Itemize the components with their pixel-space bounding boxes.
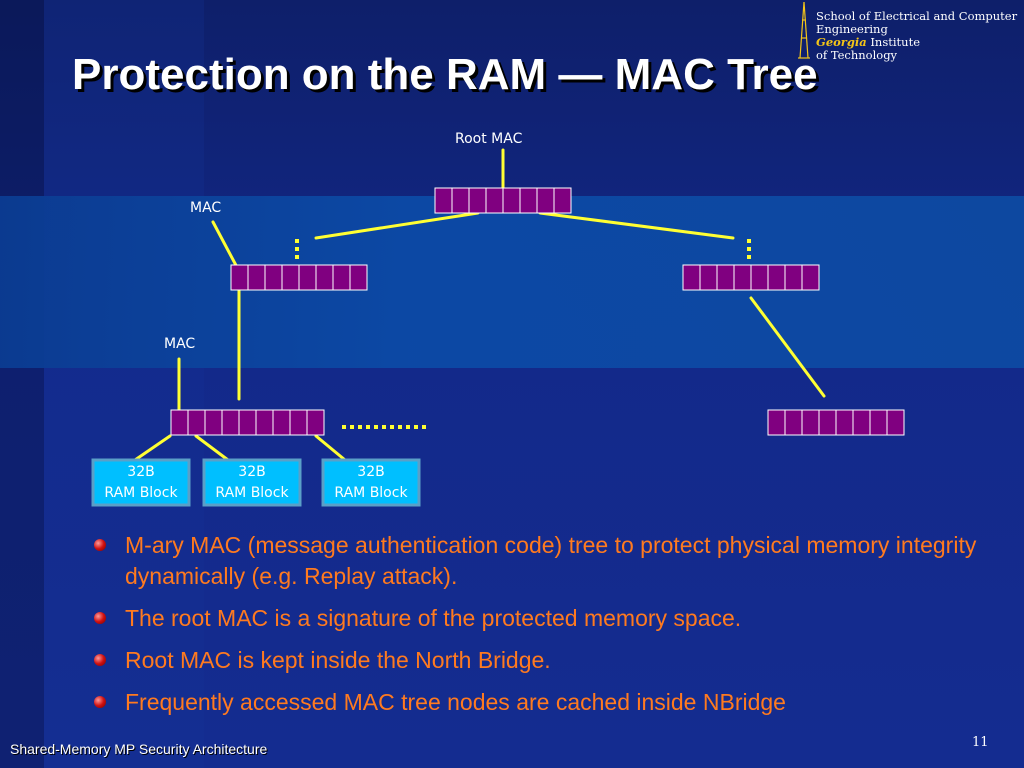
mac-cell <box>784 264 803 291</box>
bullet-item: Root MAC is kept inside the North Bridge… <box>92 645 992 676</box>
ram-block-3-label: RAM Block <box>334 485 408 501</box>
mac-cell <box>247 264 266 291</box>
mac-cell <box>289 409 308 436</box>
ram-block-1-label: RAM Block <box>104 485 178 501</box>
bullet-icon <box>94 612 106 624</box>
connector-l1right-l2right <box>749 296 826 398</box>
mac-cell <box>886 409 905 436</box>
mac-cell <box>750 264 769 291</box>
ram-block-2: 32B RAM Block <box>202 458 302 507</box>
mac-cell <box>468 187 487 214</box>
logo-text: School of Electrical and Computer Engine… <box>816 10 1017 62</box>
root-mac-label: Root MAC <box>455 131 523 147</box>
mac-cell <box>272 409 291 436</box>
mac-cell <box>187 409 206 436</box>
bullet-item: M-ary MAC (message authentication code) … <box>92 530 992 592</box>
mac-cell <box>818 409 837 436</box>
ram-block-2-size: 32B <box>238 464 265 480</box>
connector-root-left <box>314 211 480 240</box>
mac-cell <box>170 409 189 436</box>
ram-block-3-size: 32B <box>357 464 384 480</box>
logo-line-2: Engineering <box>816 22 888 36</box>
mac-cell <box>852 409 871 436</box>
ram-block-3: 32B RAM Block <box>321 458 421 507</box>
slide-title: Protection on the RAM — MAC Tree <box>72 50 818 99</box>
mac-cell <box>502 187 521 214</box>
mac-cell <box>485 187 504 214</box>
mac-nodes <box>170 187 905 436</box>
bullet-text: The root MAC is a signature of the prote… <box>125 605 742 631</box>
mac-cell <box>536 187 555 214</box>
mac-cell <box>716 264 735 291</box>
mac-cell <box>264 264 283 291</box>
logo-line-1: School of Electrical and Computer <box>816 9 1018 23</box>
mac-cell <box>298 264 317 291</box>
mac-node-level2-right <box>767 409 905 436</box>
page-number: 11 <box>972 735 989 750</box>
ram-block-1-size: 32B <box>127 464 154 480</box>
mac-cell <box>801 409 820 436</box>
mac-node-level2-left <box>170 409 325 436</box>
ellipsis-vertical <box>295 239 751 259</box>
mac-cell <box>204 409 223 436</box>
mac-cell <box>238 409 257 436</box>
connector-mac-label-1 <box>211 220 241 273</box>
background-stripe <box>44 0 204 768</box>
logo-institute: Institute <box>866 35 920 49</box>
bullet-icon <box>94 654 106 666</box>
mac-cell <box>801 264 820 291</box>
mac-cell <box>315 264 334 291</box>
mac-cell <box>835 409 854 436</box>
bullet-text: Root MAC is kept inside the North Bridge… <box>125 647 551 673</box>
mac-cell <box>221 409 240 436</box>
connector-root-right <box>538 211 735 240</box>
mac-cell <box>306 409 325 436</box>
mac-cell <box>767 264 786 291</box>
logo-georgia: Georgia <box>816 35 867 49</box>
mac-cell <box>553 187 572 214</box>
connector-block-3 <box>314 434 347 462</box>
mac-cell <box>281 264 300 291</box>
mac-cell <box>733 264 752 291</box>
tree-connectors <box>133 148 826 462</box>
mac-cell <box>230 264 249 291</box>
footer-text: Shared-Memory MP Security Architecture <box>10 741 268 757</box>
logo-line-3: Georgia Institute <box>816 36 1017 49</box>
mac-cell <box>699 264 718 291</box>
ram-block-2-label: RAM Block <box>215 485 289 501</box>
mac-node-level1-left <box>230 264 368 291</box>
mac-cell <box>255 409 274 436</box>
root-mac-node <box>434 187 572 214</box>
logo-line-4: of Technology <box>816 48 898 62</box>
ram-block-1: 32B RAM Block <box>91 458 191 507</box>
mac-node-level1-right <box>682 264 820 291</box>
georgia-tech-logo-icon <box>798 1 810 59</box>
connector-block-2 <box>194 434 230 462</box>
bullet-icon <box>94 696 106 708</box>
mac-cell <box>519 187 538 214</box>
background-band <box>0 196 1024 368</box>
bullet-list: M-ary MAC (message authentication code) … <box>92 530 992 729</box>
mac-cell <box>767 409 786 436</box>
bullet-item: Frequently accessed MAC tree nodes are c… <box>92 687 992 718</box>
mac-cell <box>451 187 470 214</box>
background-dark-strip <box>0 0 44 768</box>
bullet-text: Frequently accessed MAC tree nodes are c… <box>125 689 786 715</box>
mac-cell <box>349 264 368 291</box>
mac-cell <box>869 409 888 436</box>
mac-cell <box>434 187 453 214</box>
mac-cell <box>332 264 351 291</box>
bullet-text: M-ary MAC (message authentication code) … <box>125 532 977 589</box>
bullet-item: The root MAC is a signature of the prote… <box>92 603 992 634</box>
mac-label-level1: MAC <box>190 200 221 216</box>
bullet-icon <box>94 539 106 551</box>
mac-label-level2: MAC <box>164 336 195 352</box>
connector-block-1 <box>133 434 172 462</box>
mac-cell <box>784 409 803 436</box>
mac-cell <box>682 264 701 291</box>
